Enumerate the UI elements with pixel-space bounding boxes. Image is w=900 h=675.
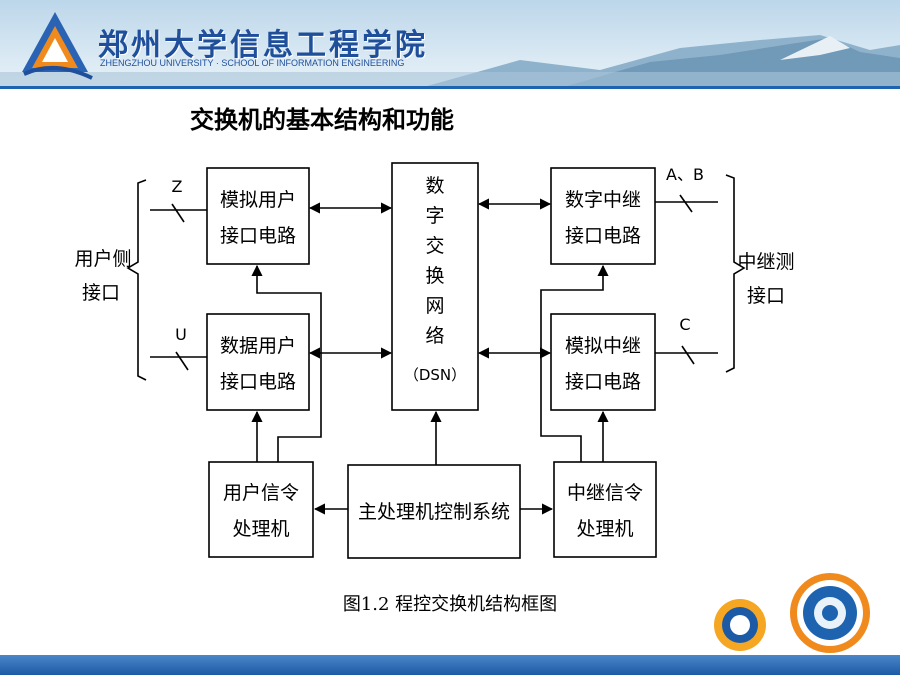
slide-title: 交换机的基本结构和功能 <box>190 106 454 134</box>
u-slash <box>175 351 189 371</box>
main-processor-label: 主处理机控制系统 <box>358 501 510 523</box>
digital-switching-network-block <box>391 162 479 411</box>
analog-trunk-label-2: 接口电路 <box>565 371 641 393</box>
trunk-side-label-1: 中继测 <box>737 251 794 273</box>
figure-caption: 图1.2 程控交换机结构框图 <box>342 594 558 615</box>
arrow-trunk-signaling-to-digital-trunk <box>540 264 609 462</box>
ab-label: A、B <box>666 165 704 184</box>
analog-trunk-interface-block <box>550 313 656 411</box>
dsn-label-4: 换 <box>425 265 444 287</box>
trunk-signaling-processor-block <box>553 461 657 558</box>
c-slash <box>681 345 695 365</box>
ab-slash <box>679 194 693 213</box>
gear-decoration-icon <box>714 573 870 653</box>
dsn-label-1: 数 <box>425 175 444 197</box>
user-side-brace <box>126 179 147 381</box>
user-side-label-1: 用户侧 <box>74 248 131 270</box>
analog-user-label-2: 接口电路 <box>220 225 296 247</box>
z-slash <box>171 203 185 223</box>
data-user-label-1: 数据用户 <box>220 335 296 357</box>
data-user-label-2: 接口电路 <box>220 371 296 393</box>
header-banner: 郑州大学信息工程学院 ZHENGZHOU UNIVERSITY · SCHOOL… <box>0 0 900 88</box>
dsn-label-5: 网 <box>425 295 444 317</box>
z-label: Z <box>172 177 183 196</box>
analog-user-interface-block <box>206 167 310 265</box>
trunk-signaling-label-2: 处理机 <box>576 518 633 540</box>
trunk-signaling-label-1: 中继信令 <box>567 482 643 504</box>
university-logo-icon <box>22 12 93 80</box>
dsn-label-2: 字 <box>425 205 444 227</box>
user-signaling-label-2: 处理机 <box>232 518 289 540</box>
school-name-en: ZHENGZHOU UNIVERSITY · SCHOOL OF INFORMA… <box>100 58 405 68</box>
digital-trunk-label-2: 接口电路 <box>565 225 641 247</box>
footer-bar <box>0 655 900 675</box>
u-label: U <box>175 325 187 344</box>
dsn-label-6: 络 <box>425 325 444 347</box>
user-side-label-2: 接口 <box>82 282 120 304</box>
main-processor-control-block <box>347 464 521 559</box>
trunk-side-label-2: 接口 <box>747 285 785 307</box>
user-signaling-processor-block <box>208 461 314 558</box>
digital-trunk-interface-block <box>550 167 656 265</box>
arrow-user-signaling-to-analog-user <box>251 264 322 462</box>
dsn-label-7: （DSN） <box>404 366 466 384</box>
dsn-label-3: 交 <box>425 235 444 257</box>
analog-trunk-label-1: 模拟中继 <box>565 335 641 357</box>
analog-user-label-1: 模拟用户 <box>220 189 296 211</box>
user-signaling-label-1: 用户信令 <box>223 482 299 504</box>
school-name-cn: 郑州大学信息工程学院 <box>98 28 428 63</box>
header-divider <box>0 86 900 89</box>
c-label: C <box>679 315 690 334</box>
trunk-side-brace <box>725 174 746 373</box>
data-user-interface-block <box>206 313 310 411</box>
mountain-background <box>0 12 900 88</box>
digital-trunk-label-1: 数字中继 <box>565 189 641 211</box>
